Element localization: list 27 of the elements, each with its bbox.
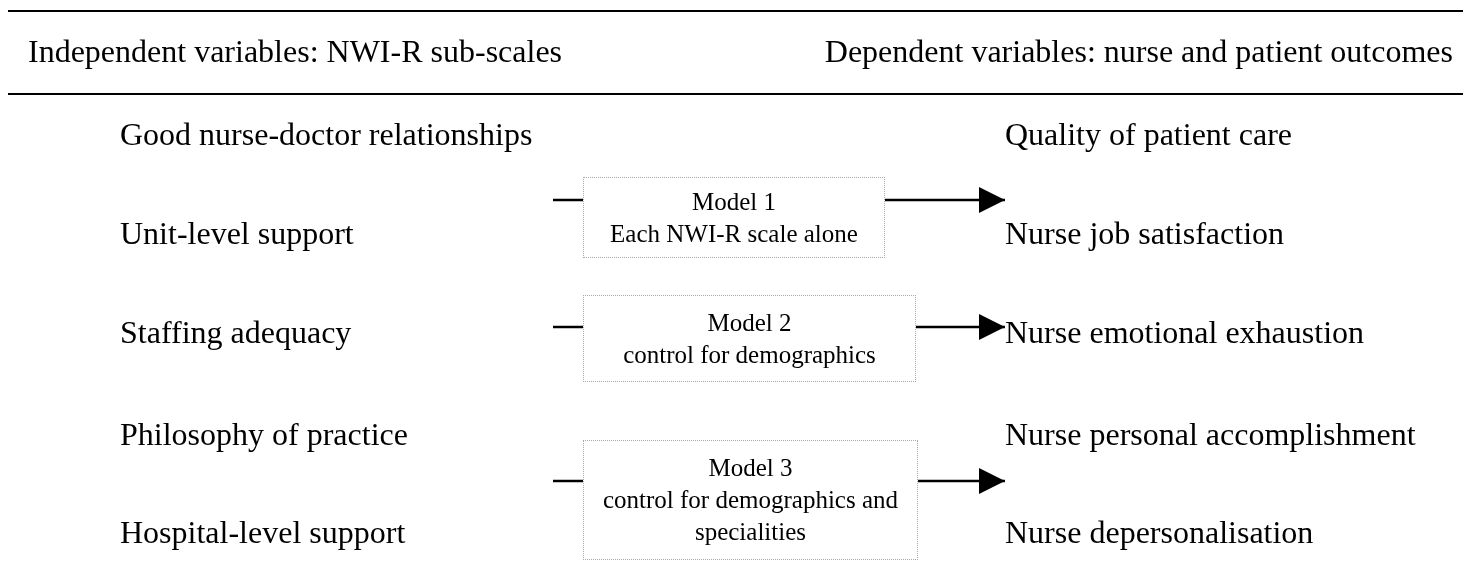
variable-label: Nurse job satisfaction xyxy=(1005,188,1460,252)
variable-label: Hospital-level support xyxy=(120,513,520,551)
model-box xyxy=(583,295,916,382)
variable-label: Unit-level support xyxy=(120,214,520,252)
connector-line xyxy=(553,479,583,483)
model-description: control for demographics and specialities xyxy=(601,485,899,547)
model-box xyxy=(583,177,885,258)
variable-label: Quality of patient care xyxy=(1005,115,1460,153)
model-description: Each NWI-R scale alone xyxy=(610,218,858,249)
column-heading: Independent variables: NWI-R sub-scales xyxy=(28,32,563,71)
variable-label: Nurse personal accomplishment xyxy=(1005,415,1460,495)
model-title: Model 3 xyxy=(708,453,793,483)
variable-label: Good nurse-doctor relationships xyxy=(120,115,580,153)
model-description: control for demographics xyxy=(623,339,876,370)
arrow xyxy=(885,187,1005,213)
model-box xyxy=(583,440,918,560)
variable-label: Staffing adequacy xyxy=(120,313,520,351)
arrow xyxy=(918,468,1005,494)
connector-line xyxy=(553,198,583,202)
arrow xyxy=(916,314,1005,340)
variable-label: Nurse depersonalisation xyxy=(1005,513,1460,551)
model-title: Model 1 xyxy=(692,186,776,217)
model-title: Model 2 xyxy=(707,307,792,338)
variable-label: Philosophy of practice xyxy=(120,415,520,453)
variable-label: Nurse emotional exhaustion xyxy=(1005,313,1460,351)
column-heading: Dependent variables: nurse and patient outcomes xyxy=(824,32,1453,71)
connector-line xyxy=(553,325,583,329)
